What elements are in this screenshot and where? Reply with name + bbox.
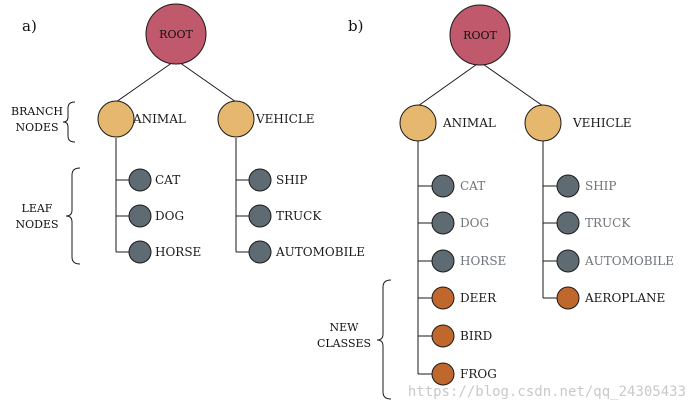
leaf-label: TRUCK — [585, 216, 631, 230]
new-class-node — [556, 286, 580, 310]
new-class-label: FROG — [460, 367, 497, 381]
leaf-label: DOG — [155, 209, 184, 223]
panel-b-label: b) — [348, 17, 363, 35]
branch-nodes-label-1: BRANCH — [11, 105, 63, 118]
branch-node-animal — [399, 104, 437, 142]
leaf-node — [556, 211, 580, 235]
leaf-node — [128, 204, 152, 228]
branch-label-animal: ANIMAL — [442, 116, 496, 130]
new-classes-brace — [376, 279, 392, 400]
root-label: ROOT — [463, 29, 497, 42]
leaf-label: DOG — [460, 216, 489, 230]
branch-label-vehicle: VEHICLE — [572, 116, 632, 130]
leaf-nodes-label-2: NODES — [15, 218, 58, 231]
branch-label-vehicle: VEHICLE — [255, 112, 315, 126]
leaf-label: CAT — [460, 179, 485, 193]
leaf-label: AUTOMOBILE — [584, 254, 674, 268]
leaf-label: CAT — [155, 173, 180, 187]
new-class-label: DEER — [460, 291, 497, 305]
leaf-label: AUTOMOBILE — [275, 245, 365, 259]
branch-node-animal — [97, 100, 135, 138]
leaf-node — [128, 168, 152, 192]
leaf-node — [431, 174, 455, 198]
panel-a-edges — [115, 59, 249, 253]
leaf-node — [248, 168, 272, 192]
leaf-nodes-label-1: LEAF — [22, 202, 53, 215]
panel-a: a) ROOT ANIMAL VEHICLE CAT DOG HORSE — [11, 3, 365, 265]
leaf-label: TRUCK — [276, 209, 322, 223]
branch-node-vehicle — [524, 104, 562, 142]
leaf-node — [431, 249, 455, 273]
leaf-label: HORSE — [155, 245, 201, 259]
branch-label-animal: ANIMAL — [132, 112, 186, 126]
new-classes-label-1: NEW — [330, 321, 360, 334]
new-class-node — [431, 362, 455, 386]
new-class-node — [431, 324, 455, 348]
new-classes-label-2: CLASSES — [317, 337, 371, 350]
root-label: ROOT — [159, 28, 193, 41]
leaf-node — [556, 249, 580, 273]
leaf-node — [556, 174, 580, 198]
branch-nodes-label-2: NODES — [15, 121, 58, 134]
panel-a-label: a) — [22, 17, 37, 35]
branch-nodes-brace — [62, 101, 76, 143]
leaf-node — [431, 211, 455, 235]
leaf-node — [128, 240, 152, 264]
leaf-label: HORSE — [460, 254, 506, 268]
leaf-nodes-brace — [65, 167, 81, 265]
leaf-label: SHIP — [276, 173, 308, 187]
root-node — [449, 4, 511, 66]
root-node — [145, 3, 207, 65]
watermark: https://blog.csdn.net/qq_24305433 — [408, 384, 686, 400]
new-class-label: AEROPLANE — [584, 291, 665, 305]
leaf-node — [248, 240, 272, 264]
panel-b-edges — [417, 61, 557, 375]
leaf-label: SHIP — [585, 179, 617, 193]
new-class-node — [431, 286, 455, 310]
branch-node-vehicle — [217, 100, 255, 138]
leaf-node — [248, 204, 272, 228]
panel-b: b) ROOT ANIMAL VEHICLE CAT — [317, 4, 674, 400]
new-class-label: BIRD — [460, 329, 492, 343]
